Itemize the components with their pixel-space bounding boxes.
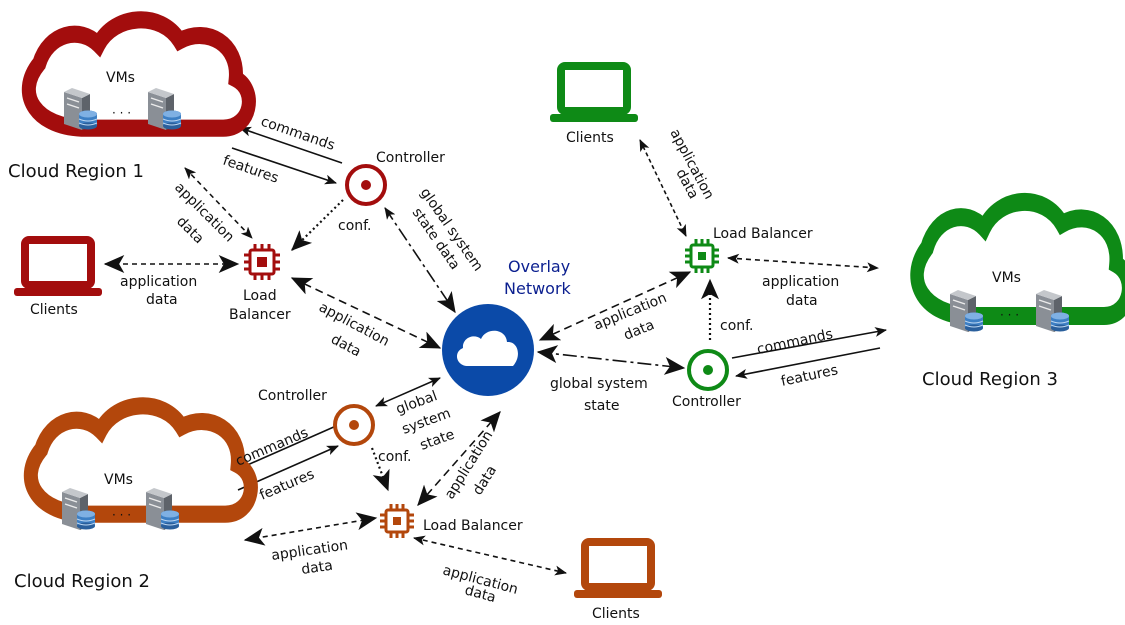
vms-ellipsis: · · · xyxy=(112,106,131,120)
edge-commands-r1 xyxy=(239,126,343,164)
vms-ellipsis: · · · xyxy=(1000,308,1019,322)
laptop-icon xyxy=(574,538,662,598)
lb-label-line2: Balancer xyxy=(229,307,291,323)
cloud-icon xyxy=(29,20,249,128)
label-conf: conf. xyxy=(338,218,372,234)
controller-r2: Controller xyxy=(258,388,375,446)
clients-r3: Clients xyxy=(550,62,638,146)
clients-label: Clients xyxy=(30,302,78,318)
region-title: Cloud Region 1 xyxy=(8,161,144,182)
edge-features-r3 xyxy=(735,347,881,379)
edge-app-lb2-ov xyxy=(417,411,501,506)
label-data: data xyxy=(300,558,333,578)
region-title: Cloud Region 2 xyxy=(14,571,150,592)
label-commands: commands xyxy=(756,326,835,358)
region-title: Cloud Region 3 xyxy=(922,369,1058,390)
edge-features-r1 xyxy=(231,147,337,185)
laptop-icon xyxy=(14,236,102,296)
overlay-label-line1: Overlay xyxy=(508,257,570,276)
cloud-region-3: VMs · · · Cloud Region 3 xyxy=(917,202,1125,390)
label-application: application xyxy=(762,274,839,290)
edge-app-r1-lb xyxy=(184,167,253,239)
edge-commands-r2 xyxy=(235,425,337,471)
edge-app-r2-lb xyxy=(243,512,378,546)
clients-label: Clients xyxy=(566,130,614,146)
edge-gss-r3 xyxy=(536,345,686,375)
clients-r1: Clients xyxy=(14,236,102,318)
controller-label: Controller xyxy=(258,388,327,404)
chip-icon xyxy=(380,504,414,538)
lb-label: Load Balancer xyxy=(423,518,523,534)
edge-gss-r2 xyxy=(375,377,441,407)
vms-label: VMs xyxy=(992,270,1021,286)
label-features: features xyxy=(221,153,281,187)
edges xyxy=(103,126,887,576)
lb-label: Load Balancer xyxy=(713,226,813,242)
label-state: state xyxy=(584,398,619,414)
edge-app-clients2 xyxy=(413,535,567,576)
load-balancer-r2: Load Balancer xyxy=(380,504,523,538)
label-conf: conf. xyxy=(378,449,412,465)
label-conf: conf. xyxy=(720,318,754,334)
clients-label: Clients xyxy=(592,606,640,622)
overlay-label-line2: Network xyxy=(504,279,572,298)
cloud-icon xyxy=(917,202,1125,316)
chip-icon xyxy=(685,239,719,273)
controller-label: Controller xyxy=(672,394,741,410)
controller-r1: Controller xyxy=(345,150,445,206)
server-icon xyxy=(147,87,182,131)
edge-app-lb1-ov xyxy=(290,277,442,349)
load-balancer-r1: Load Balancer xyxy=(229,244,291,323)
lb-label-line1: Load xyxy=(243,288,277,304)
chip-icon xyxy=(244,244,280,280)
label-application: application xyxy=(120,274,197,290)
cloud-region-1: VMs · · · Cloud Region 1 xyxy=(8,20,249,182)
edge-app-lb3-ov xyxy=(538,271,692,341)
edge-gss-r1 xyxy=(384,207,456,314)
overlay-network: Overlay Network xyxy=(442,257,572,396)
edge-app-lb3-r3 xyxy=(727,253,879,273)
edge-conf-r1 xyxy=(291,199,344,251)
cloud-icon xyxy=(456,330,518,366)
vms-ellipsis: · · · xyxy=(112,508,131,522)
laptop-icon xyxy=(550,62,638,122)
cloud-region-2: VMs · · · Cloud Region 2 xyxy=(14,406,251,592)
vms-label: VMs xyxy=(106,70,135,86)
server-icon xyxy=(63,87,98,131)
vms-label: VMs xyxy=(104,472,133,488)
load-balancer-r3: Load Balancer xyxy=(685,226,813,273)
label-features: features xyxy=(257,466,316,503)
label-data: data xyxy=(463,582,498,606)
label-global-system: global system xyxy=(550,376,648,392)
controller-label: Controller xyxy=(376,150,445,166)
edge-commands-r3 xyxy=(731,327,887,359)
label-data: data xyxy=(146,292,178,308)
edge-app-clients3 xyxy=(639,139,687,237)
clients-r2: Clients xyxy=(574,538,662,622)
controller-r3: Controller xyxy=(672,349,741,410)
label-data: data xyxy=(786,293,818,309)
